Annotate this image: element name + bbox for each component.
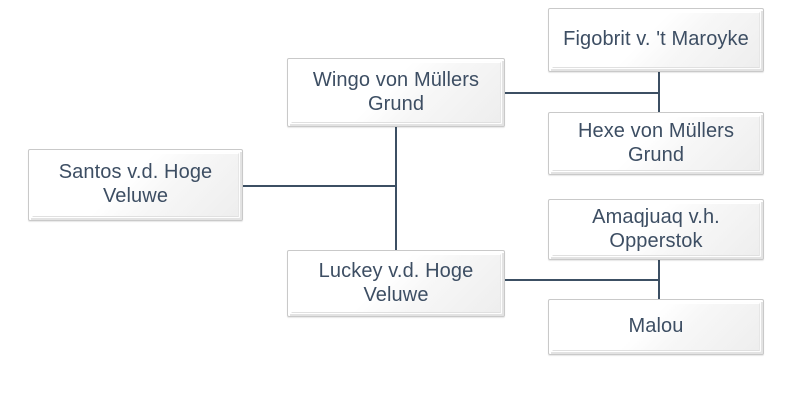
connector-luckey-to-spine	[505, 279, 660, 281]
node-malou-label: Malou	[628, 315, 684, 338]
node-wingo-label: Wingo von Müllers Grund	[312, 68, 480, 115]
node-figobrit[interactable]: Figobrit v. 't Maroyke	[548, 8, 764, 72]
connector-spine-gen3-lower	[658, 259, 660, 300]
connector-santos-to-spine	[243, 185, 397, 187]
connector-spine-gen2	[395, 117, 397, 251]
connector-spine-gen3-upper	[658, 71, 660, 113]
node-santos[interactable]: Santos v.d. Hoge Veluwe	[28, 149, 243, 221]
node-hexe-label: Hexe von Müllers Grund	[577, 119, 735, 166]
node-wingo[interactable]: Wingo von Müllers Grund	[287, 58, 505, 127]
node-santos-label: Santos v.d. Hoge Veluwe	[58, 161, 213, 207]
node-malou[interactable]: Malou	[548, 299, 764, 355]
node-luckey-label: Luckey v.d. Hoge Veluwe	[318, 259, 474, 306]
node-amaqjuaq[interactable]: Amaqjuaq v.h. Opperstok	[548, 199, 764, 260]
node-figobrit-label: Figobrit v. 't Maroyke	[563, 28, 749, 51]
node-luckey[interactable]: Luckey v.d. Hoge Veluwe	[287, 250, 505, 317]
node-hexe[interactable]: Hexe von Müllers Grund	[548, 112, 764, 175]
node-amaqjuaq-label: Amaqjuaq v.h. Opperstok	[592, 205, 720, 252]
connector-wingo-to-spine	[505, 92, 660, 94]
